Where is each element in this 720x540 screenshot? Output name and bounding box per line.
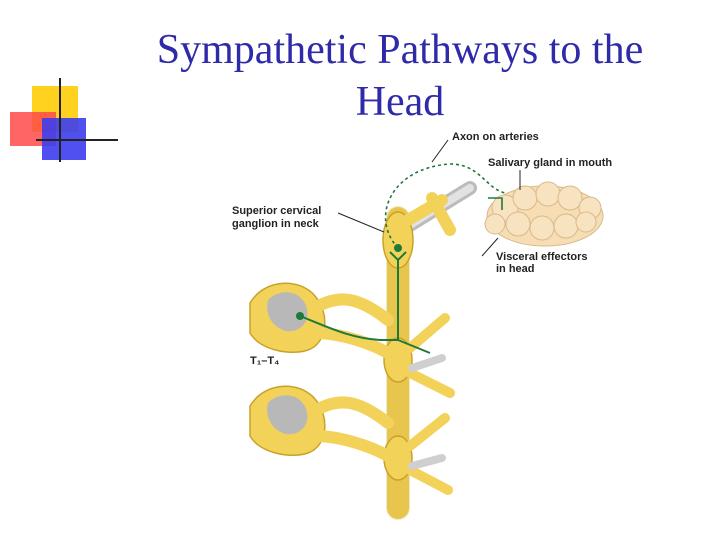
label-visceral-effectors-2: in head bbox=[496, 263, 535, 275]
title-line-1: Sympathetic Pathways to the bbox=[156, 27, 644, 73]
slide-title: Sympathetic Pathways to the Head bbox=[110, 24, 690, 128]
ganglion-leader-line bbox=[337, 212, 385, 233]
spinal-cord-segment-upper bbox=[249, 282, 394, 359]
preganglionic-neuron bbox=[296, 251, 431, 354]
effectors-leader-line bbox=[481, 237, 499, 257]
title-line-2: Head bbox=[355, 79, 445, 125]
label-spinal-segments: T₁–T₄ bbox=[250, 355, 279, 367]
axon-leader-line bbox=[431, 139, 449, 163]
salivary-gland-illustration bbox=[484, 181, 604, 247]
label-axon-on-arteries: Axon on arteries bbox=[452, 131, 539, 143]
sympathetic-pathway-diagram: Axon on arteries Salivary gland in mouth… bbox=[232, 131, 612, 520]
label-superior-cervical-2: ganglion in neck bbox=[232, 218, 320, 230]
label-superior-cervical-1: Superior cervical bbox=[232, 205, 321, 217]
spinal-cord-segment-lower bbox=[249, 385, 394, 462]
label-visceral-effectors-1: Visceral effectors bbox=[496, 251, 588, 263]
label-salivary-gland: Salivary gland in mouth bbox=[488, 157, 612, 169]
postganglionic-neuron bbox=[384, 163, 506, 252]
corner-decoration bbox=[10, 78, 118, 162]
